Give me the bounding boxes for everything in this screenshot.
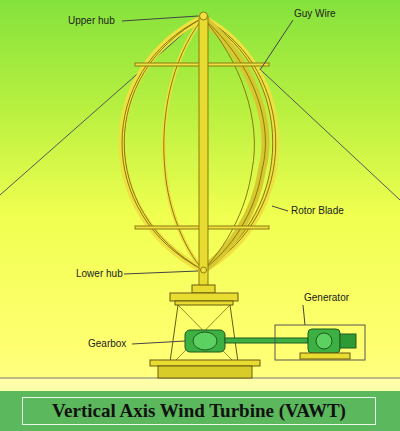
leader-lines: [122, 16, 305, 344]
hub-label: Lower hub: [76, 268, 123, 280]
lower-hub: [201, 267, 207, 273]
hub-label: Upper hub: [68, 15, 115, 27]
tower-base: [150, 285, 260, 378]
ground: [0, 378, 400, 391]
generator-label: Generator: [304, 292, 349, 304]
mast: [199, 16, 208, 294]
guy-wire-left: [0, 16, 203, 195]
upper-hub: [200, 12, 208, 20]
title-box: Vertical Axis Wind Turbine (VAWT): [22, 397, 376, 425]
gearbox: [185, 330, 308, 352]
gearbox-label: Gearbox: [88, 338, 126, 350]
title-text: Vertical Axis Wind Turbine (VAWT): [52, 400, 346, 422]
wire-label: Guy Wire: [294, 8, 336, 20]
generator: [275, 325, 365, 360]
blade-label: Rotor Blade: [291, 205, 344, 217]
